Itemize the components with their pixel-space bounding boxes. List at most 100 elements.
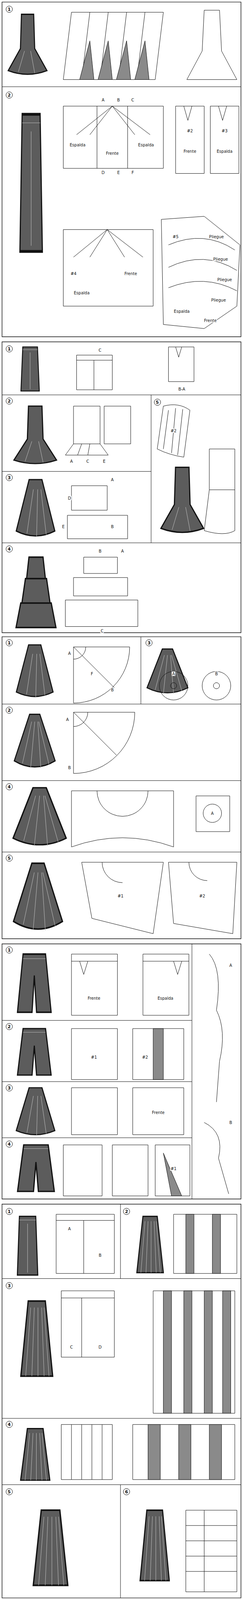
part-label: Frente: [151, 1111, 165, 1117]
part-label: Pliegue: [216, 277, 233, 283]
step-number: 4: [5, 1142, 13, 1150]
step-number: 2: [5, 1024, 13, 1032]
step-number: 3: [5, 1284, 13, 1292]
part-label: A: [69, 459, 74, 465]
part-label: #2: [141, 1056, 149, 1062]
part-label: F: [131, 170, 135, 176]
part-label: Espalda: [216, 149, 233, 154]
pattern-piece: [153, 1030, 164, 1082]
part-label: B-A: [177, 387, 186, 392]
part-label: A: [210, 812, 215, 817]
part-label: A: [110, 478, 115, 483]
step-number: 2: [123, 1209, 131, 1217]
pattern-piece: [2, 637, 241, 941]
pattern-line: [71, 955, 189, 1017]
part-label: B: [116, 98, 121, 103]
step-number: 2: [5, 398, 13, 406]
skirt-figure: [16, 645, 54, 699]
skirt-figure: [147, 649, 188, 695]
pattern-piece: [2, 1206, 241, 1600]
pattern-line: [61, 1426, 235, 1482]
skirt-figure: [20, 347, 40, 392]
part-label: C: [100, 629, 105, 634]
pattern-line: [2, 1206, 241, 1600]
part-label: B: [98, 549, 103, 555]
pattern-piece: [204, 1292, 213, 1416]
part-label: #2: [186, 128, 194, 133]
skirt-figure: [16, 480, 55, 539]
step-number: 6: [123, 1490, 131, 1498]
part-label: Frente: [87, 997, 101, 1002]
skirt-figure: [140, 1512, 170, 1584]
skirt-figure: [14, 406, 57, 465]
pattern-line: [2, 86, 241, 88]
skirt-figure: [16, 1089, 55, 1138]
step-number: 1: [5, 346, 13, 354]
step-number: 3: [5, 474, 13, 482]
pattern-line: [65, 406, 131, 456]
part-label: Espalda: [137, 142, 155, 148]
pattern-piece: [183, 1292, 192, 1416]
step-number: 1: [5, 1209, 13, 1217]
pattern-piece: [2, 945, 241, 1201]
part-label: Espalda: [173, 309, 190, 315]
pattern-line: [67, 486, 128, 540]
part-label: D: [98, 1346, 103, 1352]
part-label: B: [67, 766, 72, 771]
pattern-line: [63, 1146, 190, 1198]
part-label: B: [110, 525, 115, 530]
pattern-line: [2, 395, 241, 544]
part-label: E: [61, 525, 65, 530]
skirt-figure: [136, 1218, 164, 1275]
pattern-piece: [178, 1426, 192, 1482]
step-number: 5: [5, 856, 13, 864]
pattern-line: [63, 106, 164, 169]
skirt-figure: [13, 864, 63, 933]
pattern-line: [61, 1292, 235, 1416]
pattern-line: [73, 713, 135, 775]
part-label: A: [101, 98, 105, 103]
part-label: A: [228, 964, 233, 970]
pattern-piece: [148, 1426, 161, 1482]
step-number: 2: [5, 91, 13, 99]
pattern-line: [73, 647, 130, 705]
part-label: E: [102, 459, 106, 465]
pattern-piece: [185, 1216, 194, 1276]
skirt-figure: [17, 1146, 55, 1194]
part-label: B: [110, 688, 115, 694]
pattern-line: [170, 683, 177, 690]
pattern-line: [161, 216, 241, 329]
pattern-line: [63, 230, 154, 307]
part-label: Pliegue: [210, 298, 227, 303]
part-label: F: [90, 672, 94, 677]
part-label: #4: [70, 271, 78, 277]
pattern-piece: [209, 1426, 222, 1482]
part-label: A: [120, 549, 125, 555]
step-number: 1: [5, 948, 13, 956]
pattern-piece: [2, 2, 241, 338]
skirt-figure: [16, 557, 56, 629]
pattern-line: [76, 347, 194, 391]
step-number: 2: [5, 708, 13, 715]
pattern-line: [65, 557, 138, 628]
pattern-line: [202, 672, 231, 701]
part-label: A: [67, 1228, 72, 1233]
skirt-figure: [33, 1512, 68, 1588]
pattern-line: [204, 955, 229, 1196]
pattern-line: [203, 805, 222, 824]
step-number: 4: [5, 784, 13, 792]
pattern-line: [81, 863, 237, 936]
skirt-figure: [20, 114, 43, 252]
pattern-line: [63, 12, 164, 80]
part-label: Frente: [203, 318, 217, 324]
skirt-figure: [17, 1218, 38, 1278]
part-label: B: [98, 1254, 103, 1260]
part-label: D: [67, 496, 72, 501]
step-number: 1: [5, 5, 13, 13]
pattern-line: [159, 672, 188, 701]
pattern-line: [56, 1216, 115, 1276]
part-label: C: [98, 348, 103, 353]
pattern-line: [79, 40, 150, 80]
